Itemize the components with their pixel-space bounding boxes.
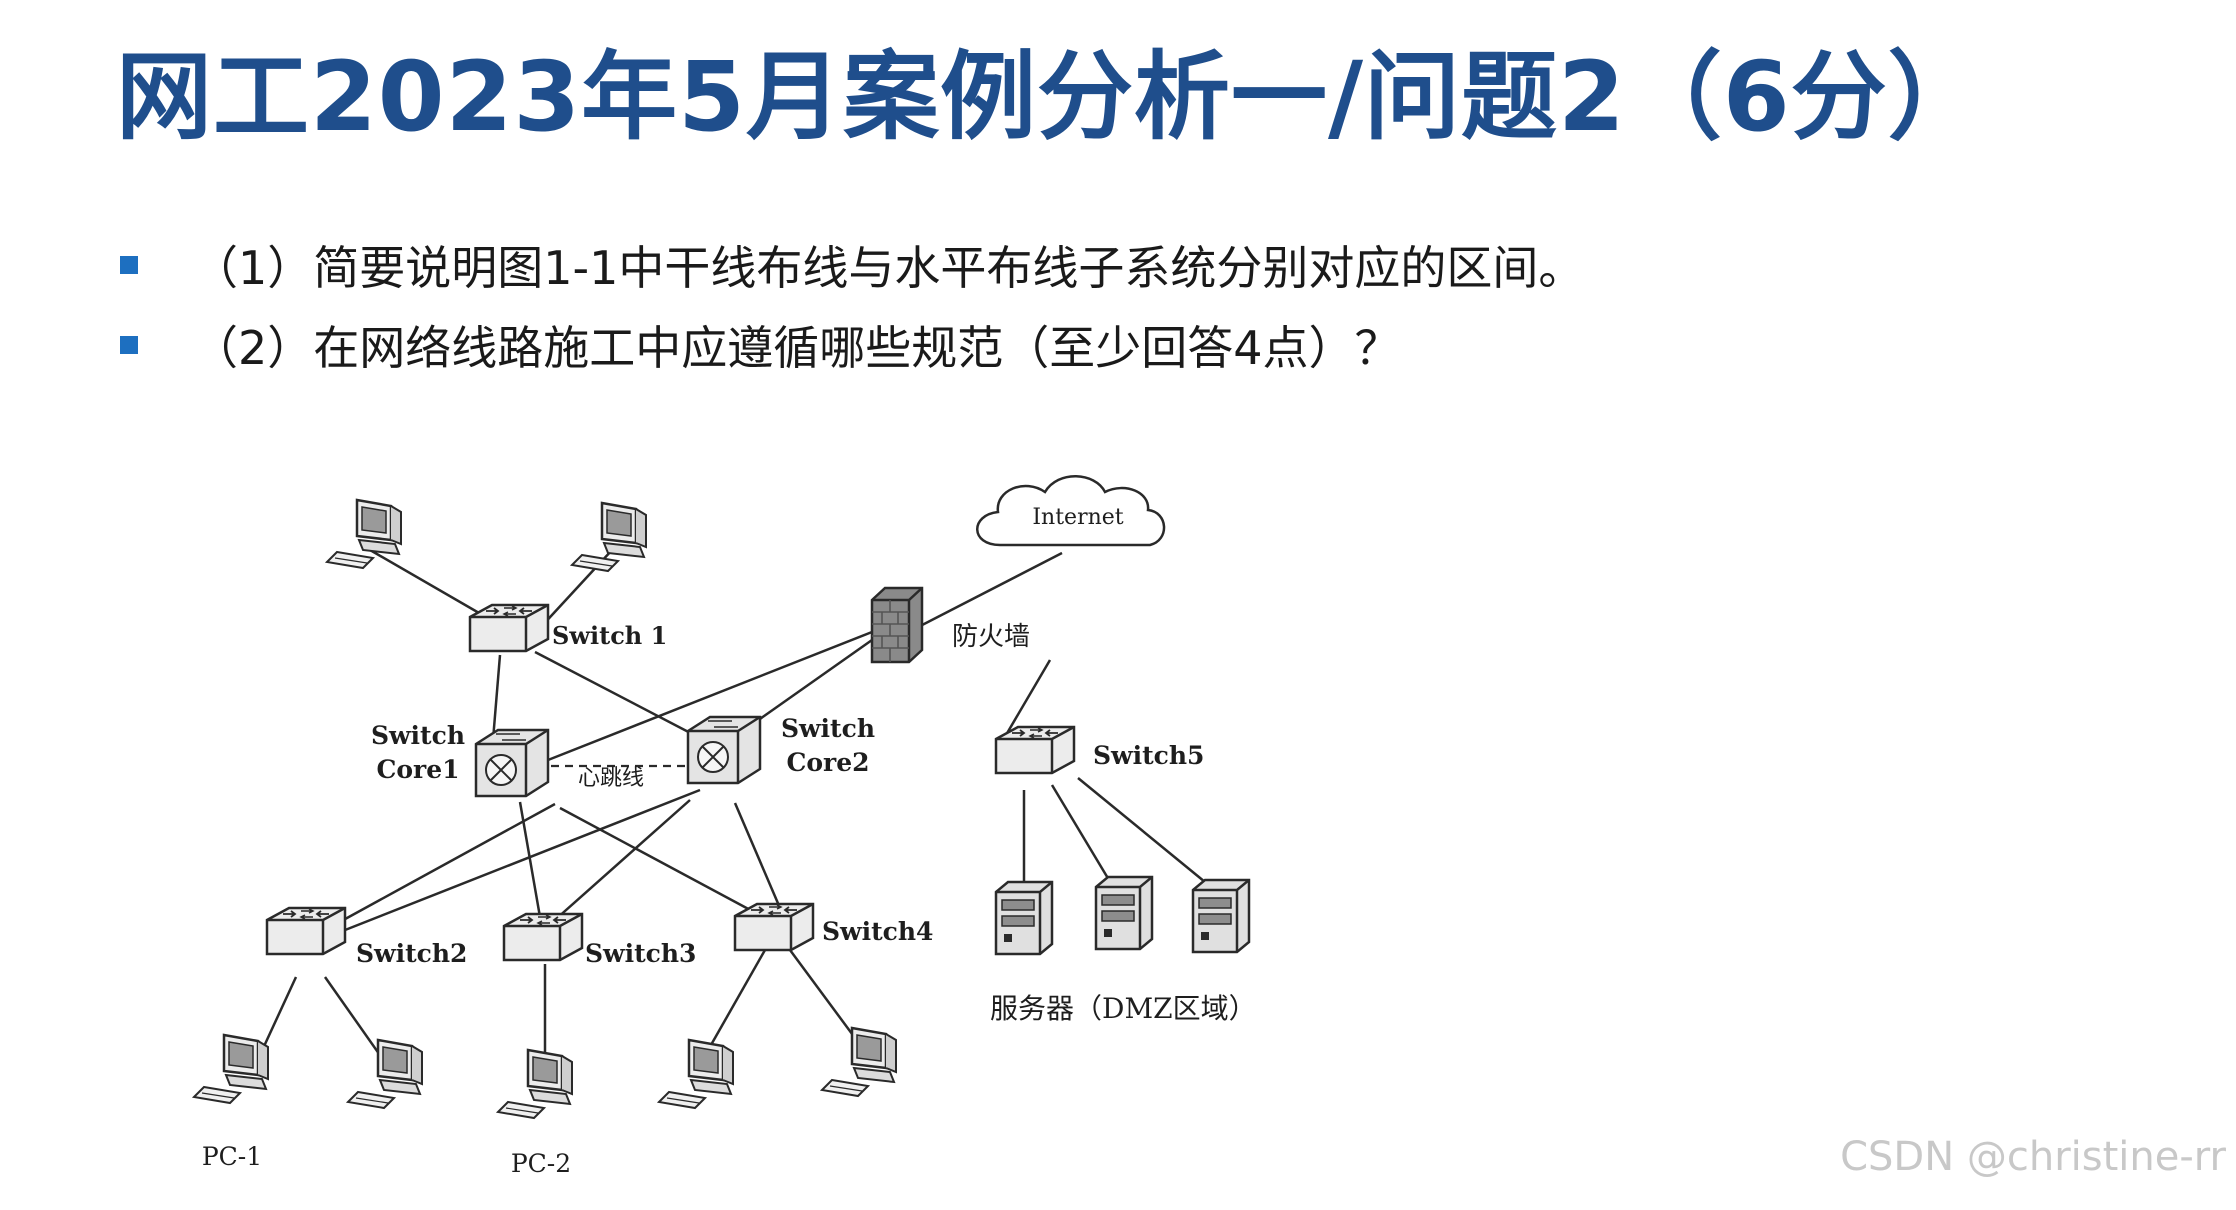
bullet-square-icon xyxy=(120,336,138,354)
pc-icon xyxy=(496,1048,574,1120)
server-icon xyxy=(1094,875,1154,951)
pc-icon xyxy=(192,1033,270,1105)
pc-icon xyxy=(820,1026,898,1098)
question-1: （1）简要说明图1-1中干线布线与水平布线子系统分别对应的区间。 xyxy=(120,235,1584,295)
heartbeat-label: 心跳线 xyxy=(578,766,644,791)
server-icon xyxy=(994,880,1054,956)
question-1-text: （1）简要说明图1-1中干线布线与水平布线子系统分别对应的区间。 xyxy=(192,241,1585,295)
core1-label-line2: Core1 xyxy=(376,755,459,784)
switch-1-label: Switch 1 xyxy=(552,621,667,650)
switch-4-icon xyxy=(733,902,815,952)
question-2: （2）在网络线路施工中应遵循哪些规范（至少回答4点）？ xyxy=(120,315,1401,375)
watermark: CSDN @christine-rr xyxy=(1840,1134,2226,1180)
connection-lines xyxy=(258,548,1206,1059)
switch-3-label: Switch3 xyxy=(585,939,696,968)
pc-2-label: PC-2 xyxy=(511,1149,571,1178)
switch-5-label: Switch5 xyxy=(1093,741,1204,770)
pc-icon xyxy=(570,501,648,573)
servers-label: 服务器（DMZ区域） xyxy=(990,992,1257,1025)
switch-1-icon xyxy=(468,603,550,653)
switch-core2-icon xyxy=(686,715,762,785)
internet-label: Internet xyxy=(1032,505,1123,530)
question-2-text: （2）在网络线路施工中应遵循哪些规范（至少回答4点）？ xyxy=(192,321,1401,375)
switch-2-icon xyxy=(265,906,347,956)
firewall-label: 防火墙 xyxy=(952,622,1030,652)
switch-5-icon xyxy=(994,725,1076,775)
server-icon xyxy=(1191,878,1251,954)
switch-2-label: Switch2 xyxy=(356,939,467,968)
pc-icon xyxy=(657,1038,735,1110)
pc-1-label: PC-1 xyxy=(202,1142,262,1171)
page-title: 网工2023年5月案例分析一/问题2（6分） xyxy=(116,41,1985,153)
pc-icon xyxy=(346,1038,424,1110)
switch-3-icon xyxy=(502,912,584,962)
core1-label-line1: Switch xyxy=(371,721,465,750)
switch-core1-icon xyxy=(474,728,550,798)
switch-4-label: Switch4 xyxy=(822,917,933,946)
core2-label-line2: Core2 xyxy=(786,748,869,777)
pc-icon xyxy=(325,498,403,570)
internet-cloud-icon xyxy=(976,475,1166,547)
core2-label-line1: Switch xyxy=(781,714,875,743)
bullet-square-icon xyxy=(120,256,138,274)
firewall-icon xyxy=(870,586,924,664)
